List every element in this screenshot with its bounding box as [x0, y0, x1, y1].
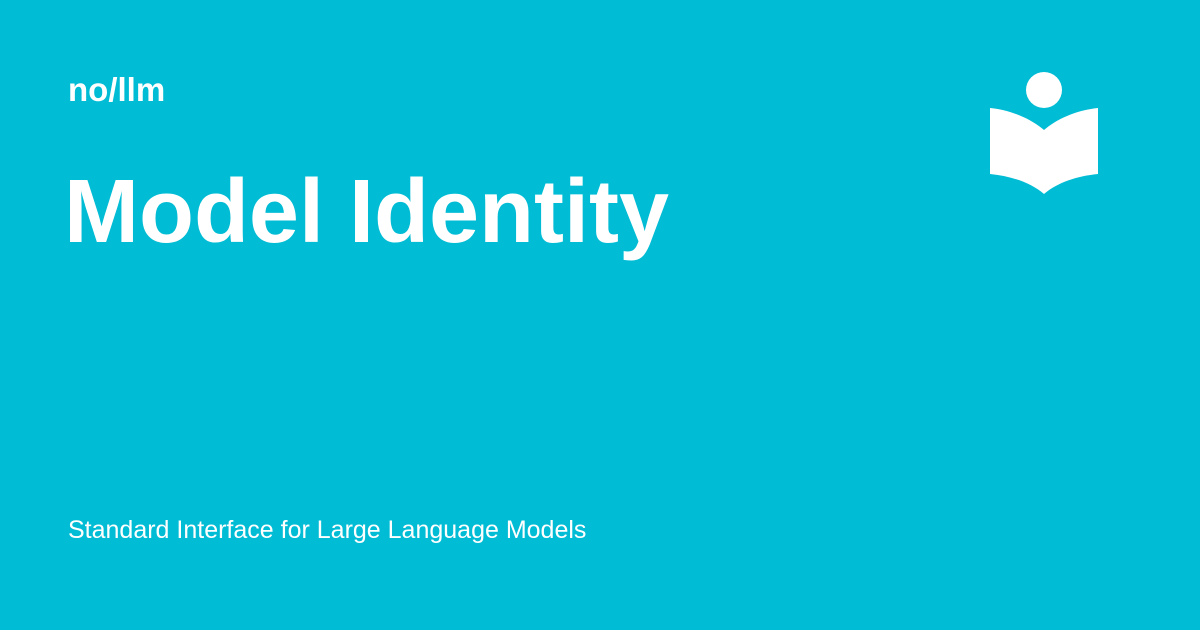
reader-book-icon [990, 72, 1098, 196]
page-title: Model Identity [64, 162, 669, 262]
site-name: no/llm [68, 71, 166, 108]
site-description: Standard Interface for Large Language Mo… [68, 516, 587, 544]
